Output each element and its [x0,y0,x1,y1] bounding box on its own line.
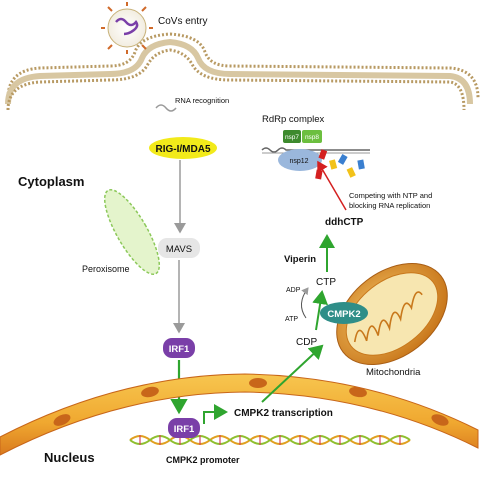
nsp7-label: nsp7 [285,134,299,141]
irf1-cytoplasm-label: IRF1 [169,344,190,355]
transcription-start-arrow [203,404,228,424]
rdrp-complex-label: RdRp complex [262,114,325,125]
nuclear-pores [53,378,449,426]
cmpk2-enzyme-node: CMPK2 [320,302,368,324]
mitochondrion [336,262,448,366]
mavs-node: MAVS [158,238,200,258]
nuclear-envelope [0,373,479,456]
dna-helix [129,435,411,445]
coronavirus-particle [101,2,153,54]
adp-label: ADP [286,287,301,294]
cytoplasm-label: Cytoplasm [18,174,84,189]
rna-template-strand [261,147,370,153]
spike-proteins [101,2,153,54]
irf1-nucleus-node: IRF1 [168,418,200,438]
rdrp-complex: nsp12 nsp7 nsp8 [261,130,370,180]
mavs-label: MAVS [166,244,192,255]
ctp-label: CTP [316,277,336,288]
irf1-nucleus-label: IRF1 [174,424,195,435]
rig-i-mda5-node: RIG-I/MDA5 [149,137,217,159]
arrow-ddhctp-to-rdrp [317,160,347,211]
nsp12-label: nsp12 [289,158,308,165]
cmpk2-label: CMPK2 [327,309,360,320]
viperin-label: Viperin [284,254,316,265]
peroxisome [103,189,161,275]
nsp12-protein [278,149,322,171]
nucleus-label: Nucleus [44,450,95,465]
mitochondria-label: Mitochondria [366,367,421,378]
cmpk2-promoter-label: CMPK2 promoter [166,455,240,465]
mitochondrial-cristae [353,291,423,343]
arrow-transcription-to-cmpk2 [261,344,324,403]
arrow-cdp-to-ctp [312,290,329,331]
competing-line-1: Competing with NTP and [349,191,432,200]
peroxisome-label: Peroxisome [82,264,130,274]
nsp8-label: nsp8 [305,134,319,141]
viral-rna-strand [115,17,139,36]
cmpk2-transcription-label: CMPK2 transcription [234,408,333,419]
nsp8-protein [302,130,322,143]
plasma-membrane [5,32,480,111]
viral-rna-squiggle [155,104,177,112]
cdp-label: CDP [296,337,317,348]
nsp7-protein [283,130,301,143]
rna-recognition-label: RNA recognition [175,96,229,105]
atp-adp-curve [301,287,309,319]
ddhctp-label: ddhCTP [325,217,364,228]
irf1-cytoplasm-node: IRF1 [163,338,195,358]
nucleotides [315,149,365,180]
virus-entry-label: CoVs entry [158,16,207,27]
rig-i-mda5-label: RIG-I/MDA5 [156,144,211,155]
competing-line-2: blocking RNA replication [349,201,430,210]
atp-label: ATP [285,316,298,323]
